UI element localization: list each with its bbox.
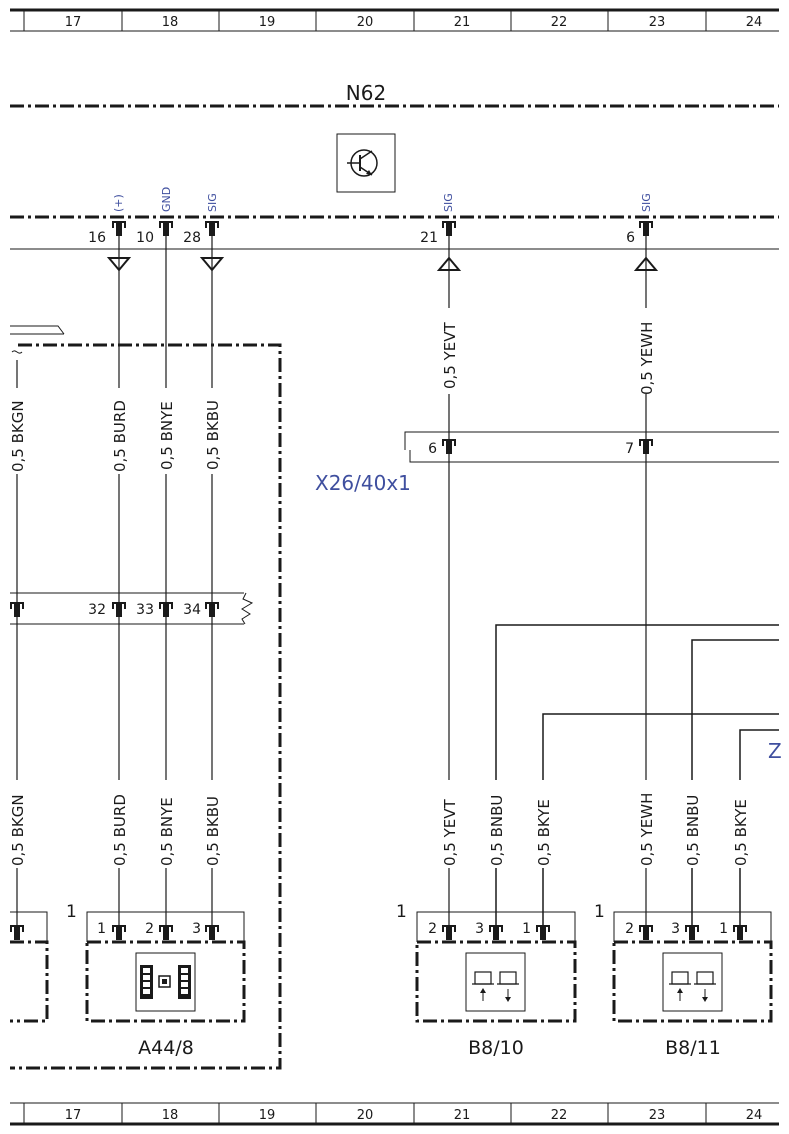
a44-8-component: 1 1 2 3 A44/8 bbox=[66, 902, 246, 1059]
pin-signal: (+) bbox=[112, 194, 125, 212]
b8-10-component: 1 2 3 1 B8/10 bbox=[396, 902, 577, 1059]
switch-block-icon bbox=[135, 952, 196, 1012]
wire-label: 0,5 BKBU bbox=[204, 796, 222, 866]
pin-number: 1 bbox=[97, 921, 106, 937]
edge-label: Z bbox=[768, 739, 782, 763]
wire-labels-upper: 0,5 BKGN 0,5 BURD 0,5 BNYE 0,5 BKBU 0,5 … bbox=[9, 308, 656, 474]
component-marker: 1 bbox=[396, 902, 407, 922]
wire-label: 0,5 BKYE bbox=[732, 799, 750, 866]
wire-label: 0,5 YEVT bbox=[441, 321, 459, 389]
partial-component bbox=[10, 911, 49, 1023]
transistor-icon bbox=[336, 133, 396, 193]
pin-number: 32 bbox=[88, 602, 106, 618]
ruler-cell: 18 bbox=[162, 15, 179, 30]
wire-label: 0,5 BURD bbox=[111, 400, 129, 472]
pin-number: 3 bbox=[475, 921, 484, 937]
wire-label: 0,5 BNYE bbox=[158, 401, 176, 470]
pin-number: 16 bbox=[88, 230, 106, 246]
wire-label: 0,5 YEWH bbox=[638, 793, 656, 866]
connector-name: X26/40x1 bbox=[315, 471, 411, 495]
ruler-cell: 17 bbox=[65, 1108, 82, 1123]
ruler-cell: 22 bbox=[551, 15, 568, 30]
pin-number: 7 bbox=[625, 441, 634, 457]
wire-label: 0,5 BKYE bbox=[535, 799, 553, 866]
module-name: N62 bbox=[346, 81, 386, 105]
wires bbox=[16, 236, 779, 935]
pin-number: 1 bbox=[522, 921, 531, 937]
b8-11-component: 1 2 3 1 B8/11 bbox=[594, 902, 773, 1059]
wire-label: 0,5 BKGN bbox=[9, 400, 27, 472]
wire-label: 0,5 BURD bbox=[111, 794, 129, 866]
wire-label: 0,5 BKBU bbox=[204, 400, 222, 470]
mid-connector: 32 33 34 bbox=[10, 592, 254, 625]
pin-signal: SIG bbox=[442, 193, 455, 212]
ruler-cell: 20 bbox=[357, 1108, 374, 1123]
button-switch-icon bbox=[662, 952, 723, 1012]
component-name: A44/8 bbox=[138, 1037, 194, 1059]
pin-signal: GND bbox=[160, 187, 173, 212]
wire-label: 0,5 BNYE bbox=[158, 797, 176, 866]
pin-number: 2 bbox=[428, 921, 437, 937]
button-switch-icon bbox=[465, 952, 526, 1012]
pin-number: 6 bbox=[428, 441, 437, 457]
ruler-cell: 23 bbox=[649, 1108, 666, 1123]
pin-number: 2 bbox=[145, 921, 154, 937]
n62-module: N62 (+) GND SIG SIG SIG 16 10 28 21 6 bbox=[10, 81, 779, 272]
wire-label: 0,5 YEWH bbox=[638, 322, 656, 395]
ruler-cell: 23 bbox=[649, 15, 666, 30]
pin-number: 28 bbox=[183, 230, 201, 246]
ruler-cell: 21 bbox=[454, 15, 471, 30]
ruler-cell: 24 bbox=[746, 15, 763, 30]
wire-labels-lower: 0,5 BKGN 0,5 BURD 0,5 BNYE 0,5 BKBU 0,5 … bbox=[9, 780, 750, 868]
ruler-cell: 20 bbox=[357, 15, 374, 30]
pin-signal: SIG bbox=[640, 193, 653, 212]
ruler-cell: 19 bbox=[259, 15, 276, 30]
top-ruler: 17 18 19 20 21 22 23 24 bbox=[10, 8, 779, 32]
ruler-cell: 22 bbox=[551, 1108, 568, 1123]
component-name: B8/10 bbox=[468, 1037, 524, 1059]
x26-connector: 6 7 X26/40x1 bbox=[315, 431, 779, 495]
wire-label: 0,5 YEVT bbox=[441, 798, 459, 866]
wire-label: 0,5 BKGN bbox=[9, 794, 27, 866]
wire-label: 0,5 BNBU bbox=[488, 795, 506, 866]
pin-number: 3 bbox=[192, 921, 201, 937]
pin-number: 21 bbox=[420, 230, 438, 246]
pin-signal: SIG bbox=[206, 193, 219, 212]
ruler-cell: 17 bbox=[65, 15, 82, 30]
pin-number: 6 bbox=[626, 230, 635, 246]
component-marker: 1 bbox=[594, 902, 605, 922]
pin-number: 3 bbox=[671, 921, 680, 937]
wire-label: 0,5 BNBU bbox=[684, 795, 702, 866]
ruler-cell: 19 bbox=[259, 1108, 276, 1123]
ruler-cell: 21 bbox=[454, 1108, 471, 1123]
pin-number: 1 bbox=[719, 921, 728, 937]
pin-number: 34 bbox=[183, 602, 201, 618]
pin-number: 2 bbox=[625, 921, 634, 937]
component-marker: 1 bbox=[66, 902, 77, 922]
bottom-ruler: 17 18 19 20 21 22 23 24 bbox=[10, 1102, 779, 1126]
pin-number: 10 bbox=[136, 230, 154, 246]
ruler-cell: 24 bbox=[746, 1108, 763, 1123]
component-name: B8/11 bbox=[665, 1037, 721, 1059]
ruler-cell: 18 bbox=[162, 1108, 179, 1123]
pin-number: 33 bbox=[136, 602, 154, 618]
left-housing bbox=[10, 325, 282, 1070]
